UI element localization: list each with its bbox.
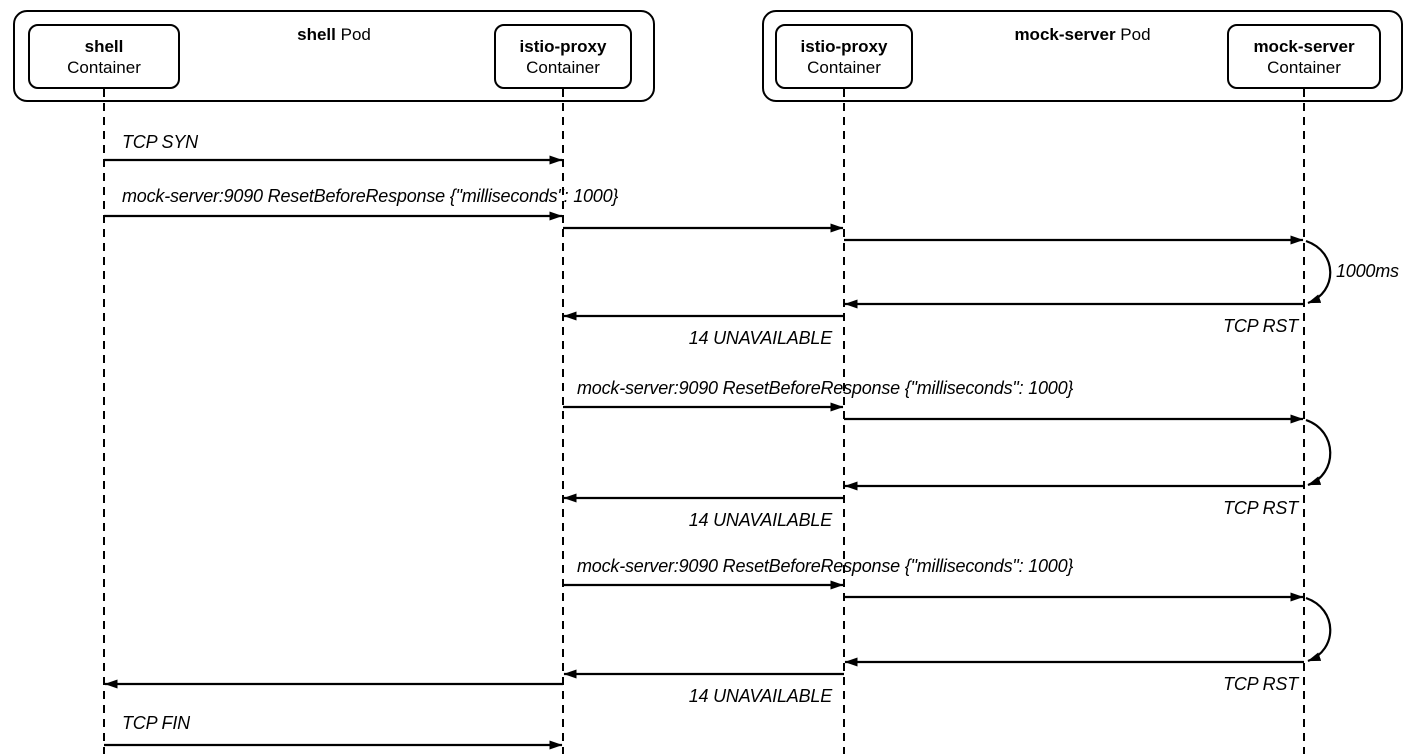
message-label: TCP RST (1223, 316, 1298, 336)
pod-box-mock-server: mock-server Pod (762, 10, 1403, 102)
container-name: shell (84, 36, 124, 56)
container-name: istio-proxy (519, 36, 607, 56)
message-label: mock-server:9090 ResetBeforeResponse {"m… (577, 556, 1074, 576)
self-delay-loop (1305, 596, 1332, 663)
message-label: 14 UNAVAILABLE (688, 510, 832, 530)
container-sub-label: Container (67, 57, 141, 77)
self-delay-loop (1305, 239, 1332, 305)
message-label: TCP RST (1223, 674, 1298, 694)
container-box-shell: shell Container (28, 24, 180, 89)
container-box-mock-server: mock-server Container (1227, 24, 1381, 89)
pod-suffix: Pod (340, 25, 371, 44)
message-label: TCP RST (1223, 498, 1298, 518)
container-name: istio-proxy (800, 36, 888, 56)
container-name: mock-server (1253, 36, 1355, 56)
pod-title-shell: shell Pod (15, 25, 653, 45)
self-delay-loop (1305, 418, 1332, 487)
pod-name: shell (297, 25, 336, 44)
pod-name: mock-server (1014, 25, 1116, 44)
message-label: 14 UNAVAILABLE (688, 328, 832, 348)
pod-title-mock-server: mock-server Pod (764, 25, 1401, 45)
message-label: mock-server:9090 ResetBeforeResponse {"m… (122, 186, 619, 206)
pod-suffix: Pod (1120, 25, 1151, 44)
pod-box-shell: shell Pod (13, 10, 655, 102)
message-label: TCP SYN (122, 132, 198, 152)
container-box-istio-proxy-shell: istio-proxy Container (494, 24, 632, 89)
container-sub-label: Container (526, 57, 600, 77)
message-label: TCP FIN (122, 713, 190, 733)
message-label: 14 UNAVAILABLE (688, 686, 832, 706)
container-box-istio-proxy-mock: istio-proxy Container (775, 24, 913, 89)
message-label: 1000ms (1336, 261, 1399, 281)
message-label: mock-server:9090 ResetBeforeResponse {"m… (577, 378, 1074, 398)
container-sub-label: Container (807, 57, 881, 77)
container-sub-label: Container (1267, 57, 1341, 77)
